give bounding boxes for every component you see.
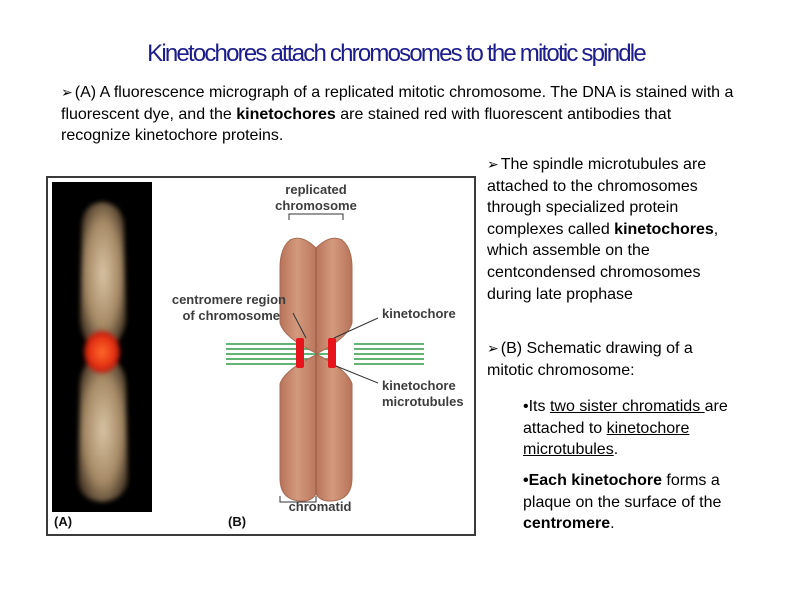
right-kinetochore [328, 338, 336, 368]
schematic-paragraph: ➢(B) Schematic drawing of a mitotic chro… [487, 340, 693, 379]
arrow-bullet-icon: ➢ [487, 156, 499, 172]
kinetochore-label: kinetochore [382, 306, 456, 321]
panel-b-label: (B) [228, 514, 247, 529]
spindle-paragraph: ➢The spindle microtubules are attached t… [487, 156, 719, 303]
microtubule-leader-line [335, 365, 379, 384]
micrograph-image [78, 202, 128, 502]
left-kinetochore [296, 338, 304, 368]
centromere-label-line2: of chromosome [182, 308, 280, 323]
kinetochore-plaque-point: •Each kinetochore forms a plaque on the … [523, 472, 722, 533]
replicated-label-line2: chromosome [275, 198, 357, 213]
kinetochore-leader-line [333, 317, 379, 339]
arrow-bullet-icon: ➢ [487, 340, 499, 356]
fluorescence-micrograph [52, 182, 152, 512]
chromatid-bracket [279, 496, 317, 503]
upper-chromosome-arm [80, 202, 126, 346]
lower-chromosome-arm [78, 358, 128, 502]
left-chromatid [279, 237, 320, 502]
schematic-svg: replicated chromosome centromere region … [172, 182, 464, 514]
arrow-bullet-icon: ➢ [61, 84, 73, 100]
chromosome-figure: (A) [46, 176, 476, 536]
kinetochore-microtubules-label-line2: microtubules [382, 394, 464, 409]
panel-a-label: (A) [54, 514, 73, 529]
microtubules [226, 343, 424, 365]
right-chromatid [314, 237, 353, 502]
centromere-leader-line [292, 312, 307, 339]
intro-paragraph: ➢(A) A fluorescence micrograph of a repl… [61, 84, 734, 145]
replicated-bracket [288, 213, 344, 220]
centromere-label-line1: centromere region [172, 292, 286, 307]
schematic-drawing: replicated chromosome centromere region … [156, 178, 474, 534]
kinetochore-microtubules-label-line1: kinetochore [382, 378, 456, 393]
kinetochore-red-signal [84, 330, 120, 374]
sister-chromatids-point: •Its two sister chromatids are attached … [523, 398, 728, 459]
chromatid-label: chromatid [289, 499, 352, 514]
slide-title: Kinetochores attach chromosomes to the m… [147, 40, 647, 67]
replicated-label-line1: replicated [285, 182, 346, 197]
